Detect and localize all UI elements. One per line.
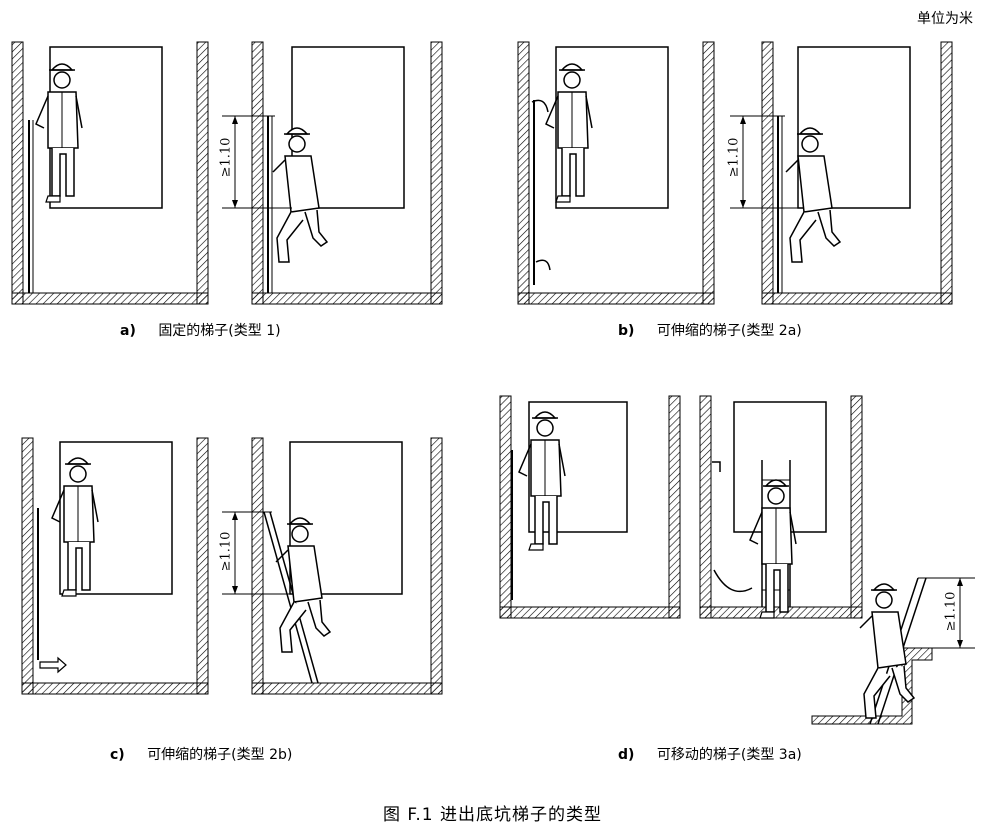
dimension-label-c: ≥1.10	[218, 531, 234, 572]
caption-c: c) 可伸缩的梯子(类型 2b)	[110, 744, 292, 764]
caption-c-text: 可伸缩的梯子(类型 2b)	[147, 747, 293, 763]
caption-d: d) 可移动的梯子(类型 3a)	[618, 744, 802, 764]
panel-b-drawing	[517, 41, 953, 305]
panel-d-drawing	[499, 395, 975, 725]
caption-b: b) 可伸缩的梯子(类型 2a)	[618, 320, 802, 340]
panel-a-drawing	[11, 41, 443, 305]
caption-a: a) 固定的梯子(类型 1)	[120, 320, 281, 340]
caption-b-text: 可伸缩的梯子(类型 2a)	[656, 323, 802, 339]
caption-a-text: 固定的梯子(类型 1)	[158, 323, 281, 339]
unit-note: 单位为米	[917, 11, 973, 27]
caption-c-letter: c)	[110, 747, 125, 763]
panel-c-drawing	[21, 437, 443, 695]
dimension-label-d: ≥1.10	[943, 591, 959, 632]
caption-d-letter: d)	[618, 747, 635, 763]
dimension-label-a: ≥1.10	[218, 137, 234, 178]
figure-title: 图 F.1 进出底坑梯子的类型	[382, 805, 603, 825]
caption-d-text: 可移动的梯子(类型 3a)	[656, 747, 802, 763]
caption-a-letter: a)	[120, 323, 136, 339]
caption-b-letter: b)	[618, 323, 635, 339]
dimension-label-b: ≥1.10	[726, 137, 742, 178]
